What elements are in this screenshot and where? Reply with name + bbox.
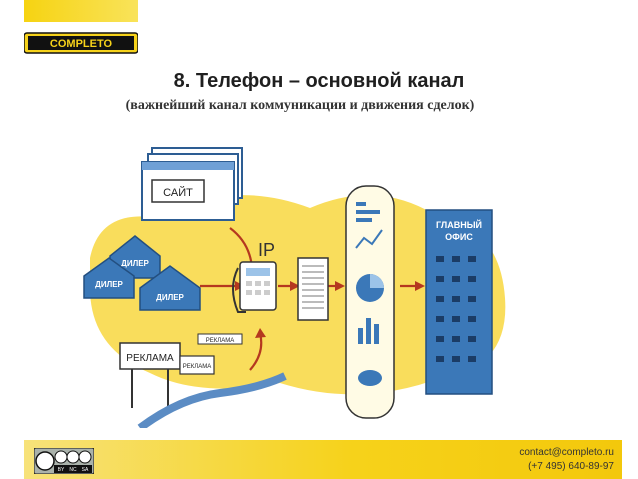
badge-by: BY [58,467,65,473]
dealer-house-3: ДИЛЕР [139,265,201,311]
badge-sa: SA [82,467,89,473]
ads-label-small: РЕКЛАМА [183,364,211,370]
site-label: САЙТ [163,186,193,199]
dealer-house-2: ДИЛЕР [83,257,135,299]
dealer-label-2: ДИЛЕР [95,280,123,289]
bar-chart-icon-1 [356,202,366,206]
contact-info: contact@completo.ru (+7 495) 640-89-97 [519,446,614,474]
badge-nc: NC [69,467,77,473]
bar-chart-icon-2 [358,328,363,344]
ip-label: IP [258,240,275,260]
dealer-label-3: ДИЛЕР [156,293,184,302]
logo-text: COMPLETO [50,38,113,50]
contact-email[interactable]: contact@completo.ru [519,447,614,458]
phone-channel-diagram: САЙТ ДИЛЕР ДИЛЕР ДИЛЕР РЕКЛАМА РЕКЛАМА Р… [83,147,506,428]
office-label-line2: ОФИС [445,232,473,242]
analytics-panel [345,185,395,419]
by-icon [54,450,68,464]
dealer-label-1: ДИЛЕР [121,259,149,268]
pie-3d-icon [358,370,382,386]
server-icon [297,257,329,321]
line-chart-icon [355,229,383,249]
top-yellow-band [24,0,138,22]
ads-label-big: РЕКЛАМА [126,353,174,364]
completo-logo: COMPLETO [24,32,138,54]
creative-commons-badge[interactable]: BY NC SA [34,448,94,474]
phone-icon [232,261,277,313]
road [137,372,287,428]
slide-title: 8. Телефон – основной канал [173,70,465,92]
slide-subtitle: (важнейший канал коммуникации и движения… [125,98,475,113]
advertising-billboards: РЕКЛАМА РЕКЛАМА РЕКЛАМА [119,333,287,428]
footer-band [24,440,622,479]
ads-label-sign: РЕКЛАМА [206,338,234,344]
main-office-building: ГЛАВНЫЙ ОФИС [425,209,493,395]
office-label-line1: ГЛАВНЫЙ [436,219,482,230]
contact-phone: (+7 495) 640-89-97 [528,461,614,472]
website-windows: САЙТ [141,147,243,221]
nc-icon [66,450,80,464]
sa-icon [78,450,92,464]
cc-icon [35,451,55,471]
